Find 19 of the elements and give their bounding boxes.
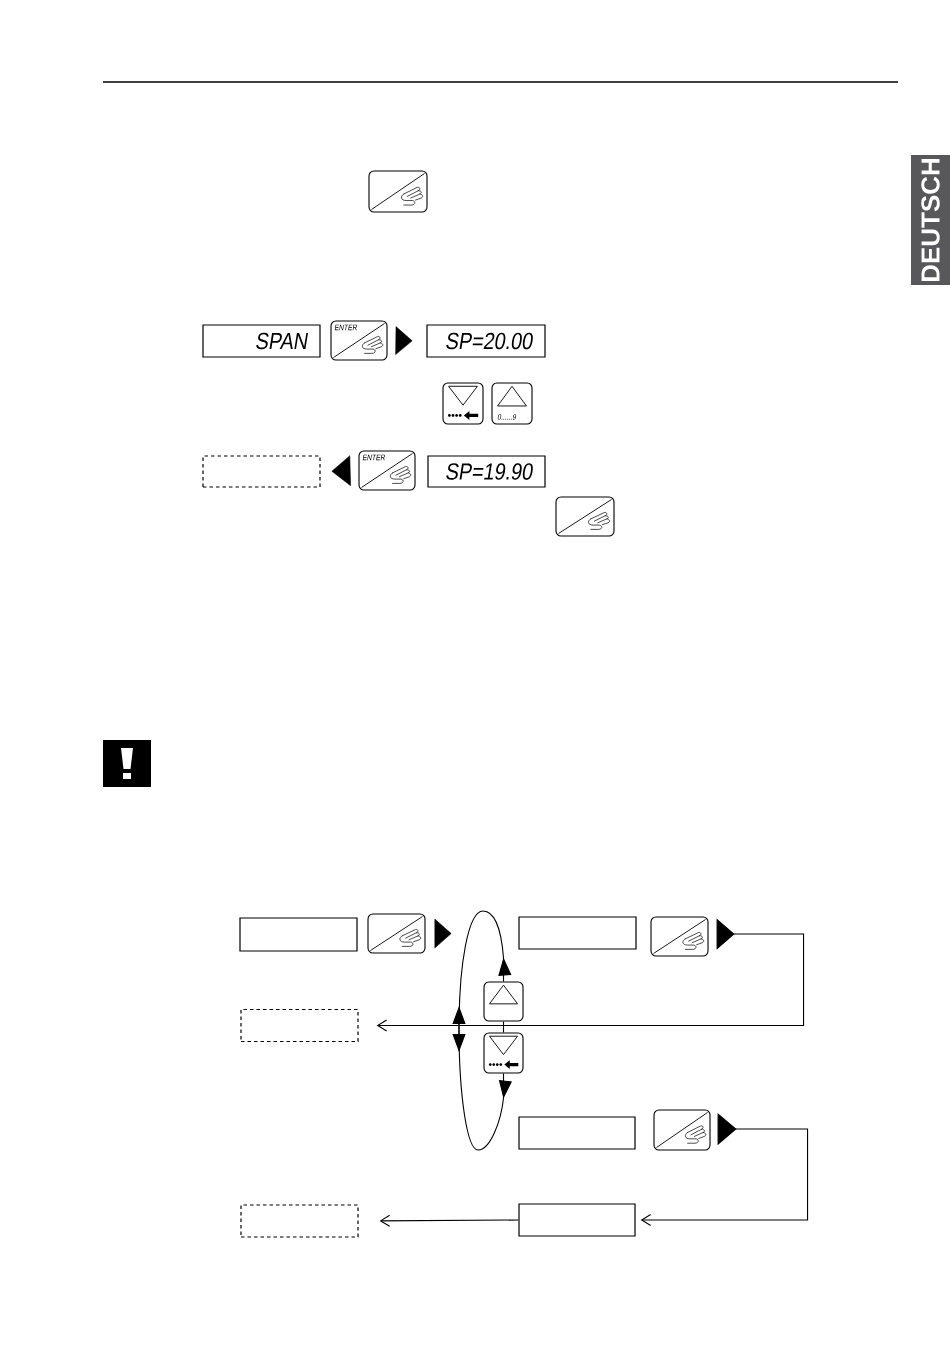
display-box: SP=20.00	[426, 324, 546, 358]
up-key: 0......9	[491, 382, 533, 425]
display-box	[518, 1203, 636, 1237]
arrow	[434, 918, 452, 949]
arrow	[331, 455, 351, 486]
language-tab: DEUTSCH	[911, 155, 950, 285]
arrow	[395, 326, 413, 355]
dashed-box	[240, 1204, 359, 1238]
enter-key: ENTER	[330, 320, 388, 361]
enter-key: ENTER	[358, 450, 416, 491]
display-box: SPAN	[202, 324, 321, 358]
display-box	[239, 917, 358, 952]
display-box	[518, 1116, 636, 1150]
connector-line	[502, 1021, 505, 1033]
display-box	[518, 916, 637, 950]
dashed-box	[240, 1008, 359, 1043]
dashed-box	[202, 455, 321, 488]
arrow	[379, 1214, 519, 1227]
display-box: SP=19.90	[427, 455, 546, 488]
